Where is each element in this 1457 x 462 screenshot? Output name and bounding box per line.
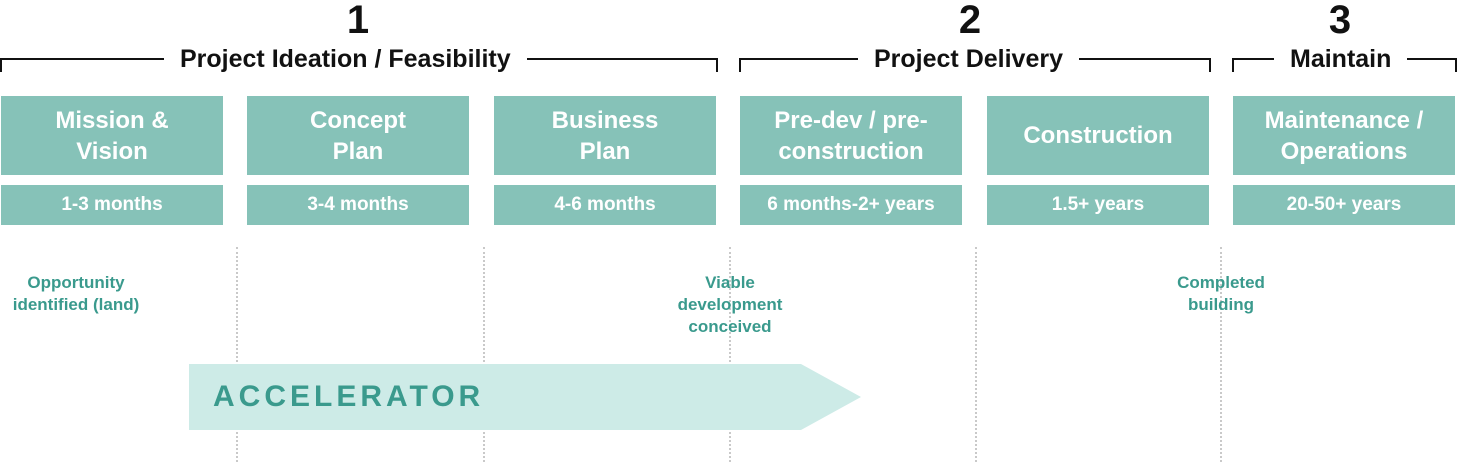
stage-title: Mission & Vision <box>55 106 169 165</box>
milestone-viable-development: Viable development conceived <box>677 273 783 336</box>
stage-title: Maintenance / Operations <box>1264 106 1424 165</box>
duration-mission-vision: 1-3 months <box>1 185 223 225</box>
stage-construction: Construction <box>987 96 1209 175</box>
stage-title: Pre-dev / pre- construction <box>774 106 928 165</box>
stage-title: Concept Plan <box>310 106 406 165</box>
stage-pre-dev: Pre-dev / pre- construction <box>740 96 962 175</box>
divider-3 <box>729 247 731 462</box>
phase-3-number: 3 <box>1328 0 1352 42</box>
stage-concept-plan: Concept Plan <box>247 96 469 175</box>
phase-1-label: Project Ideation / Feasibility <box>164 42 527 76</box>
divider-1 <box>236 247 238 462</box>
accelerator-arrow: ACCELERATOR <box>189 364 861 430</box>
stage-business-plan: Business Plan <box>494 96 716 175</box>
duration-business-plan: 4-6 months <box>494 185 716 225</box>
duration-concept-plan: 3-4 months <box>247 185 469 225</box>
accelerator-label: ACCELERATOR <box>213 380 485 413</box>
duration-maintenance: 20-50+ years <box>1233 185 1455 225</box>
stage-mission-vision: Mission & Vision <box>1 96 223 175</box>
phase-3-label: Maintain <box>1274 42 1408 76</box>
duration-pre-dev: 6 months-2+ years <box>740 185 962 225</box>
phase-2-label: Project Delivery <box>858 42 1079 76</box>
divider-5 <box>1220 247 1222 462</box>
milestone-completed-building: Completed building <box>1177 273 1265 314</box>
stage-title: Business Plan <box>551 106 659 165</box>
phase-2-number: 2 <box>958 0 982 42</box>
duration-construction: 1.5+ years <box>987 185 1209 225</box>
divider-4 <box>975 247 977 462</box>
accelerator-arrow-shape <box>189 364 861 430</box>
milestone-opportunity: Opportunity identified (land) <box>12 273 140 314</box>
phase-1-number: 1 <box>346 0 370 42</box>
stage-maintenance: Maintenance / Operations <box>1233 96 1455 175</box>
stage-title: Construction <box>1023 122 1173 149</box>
divider-2 <box>483 247 485 462</box>
